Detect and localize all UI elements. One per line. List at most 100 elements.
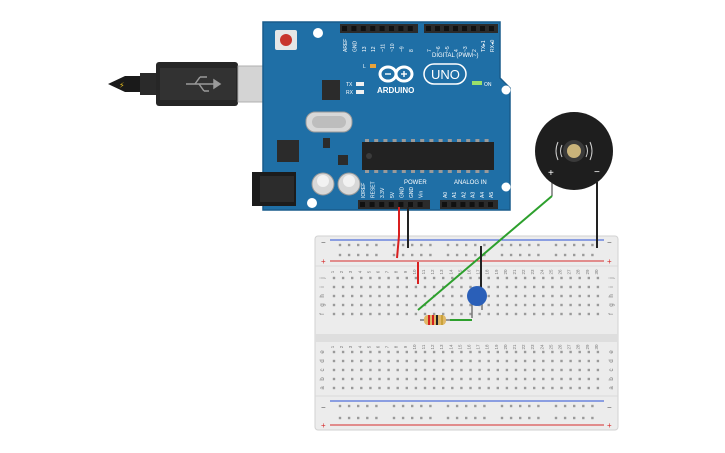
rail-hole[interactable] xyxy=(392,404,396,408)
breadboard-hole[interactable] xyxy=(523,359,527,363)
breadboard-hole[interactable] xyxy=(414,368,418,372)
rail-hole[interactable] xyxy=(465,404,468,408)
breadboard-hole[interactable] xyxy=(469,386,472,390)
breadboard-hole[interactable] xyxy=(505,368,509,372)
breadboard-hole[interactable] xyxy=(460,285,463,289)
breadboard-hole[interactable] xyxy=(469,377,472,381)
breadboard-hole[interactable] xyxy=(514,386,518,390)
breadboard-hole[interactable] xyxy=(351,285,354,289)
breadboard-hole[interactable] xyxy=(560,285,563,289)
header-pin[interactable] xyxy=(370,26,376,31)
breadboard-hole[interactable] xyxy=(405,312,408,316)
breadboard-hole[interactable] xyxy=(496,294,499,298)
breadboard-hole[interactable] xyxy=(360,294,363,298)
rail-hole[interactable] xyxy=(519,416,522,420)
rail-hole[interactable] xyxy=(528,253,531,257)
breadboard-hole[interactable] xyxy=(423,294,427,298)
rail-hole[interactable] xyxy=(366,243,369,247)
breadboard-hole[interactable] xyxy=(469,312,472,316)
resistor[interactable] xyxy=(420,315,450,325)
breadboard-hole[interactable] xyxy=(351,359,354,363)
breadboard-hole[interactable] xyxy=(551,285,554,289)
breadboard-hole[interactable] xyxy=(360,350,363,354)
breadboard-hole[interactable] xyxy=(351,368,354,372)
breadboard-hole[interactable] xyxy=(451,386,454,390)
breadboard-hole[interactable] xyxy=(442,312,445,316)
rail-hole[interactable] xyxy=(474,404,477,408)
breadboard-hole[interactable] xyxy=(378,276,381,280)
rail-hole[interactable] xyxy=(519,243,522,247)
rail-hole[interactable] xyxy=(573,243,576,247)
breadboard-hole[interactable] xyxy=(451,350,454,354)
breadboard-hole[interactable] xyxy=(451,368,454,372)
breadboard-hole[interactable] xyxy=(341,294,345,298)
breadboard-hole[interactable] xyxy=(496,312,499,316)
header-pin[interactable] xyxy=(388,202,394,207)
breadboard-hole[interactable] xyxy=(387,303,390,307)
rail-hole[interactable] xyxy=(347,253,351,257)
breadboard-hole[interactable] xyxy=(432,377,436,381)
breadboard-hole[interactable] xyxy=(560,303,563,307)
rail-hole[interactable] xyxy=(347,404,351,408)
rail-hole[interactable] xyxy=(500,416,504,420)
breadboard-hole[interactable] xyxy=(560,386,563,390)
rail-hole[interactable] xyxy=(338,416,342,420)
rail-hole[interactable] xyxy=(509,243,513,247)
breadboard-hole[interactable] xyxy=(341,368,345,372)
rail-hole[interactable] xyxy=(446,416,450,420)
breadboard-hole[interactable] xyxy=(487,386,490,390)
breadboard-hole[interactable] xyxy=(332,276,336,280)
header-pin[interactable] xyxy=(408,202,413,207)
breadboard-hole[interactable] xyxy=(442,350,445,354)
breadboard-hole[interactable] xyxy=(560,368,563,372)
breadboard-hole[interactable] xyxy=(560,294,563,298)
breadboard-hole[interactable] xyxy=(396,312,399,316)
breadboard-hole[interactable] xyxy=(332,350,336,354)
header-pin[interactable] xyxy=(444,26,449,31)
breadboard-hole[interactable] xyxy=(378,350,381,354)
breadboard-hole[interactable] xyxy=(451,294,454,298)
rail-hole[interactable] xyxy=(483,253,486,257)
breadboard-hole[interactable] xyxy=(487,350,490,354)
rail-hole[interactable] xyxy=(392,243,396,247)
breadboard-hole[interactable] xyxy=(478,368,481,372)
breadboard-hole[interactable] xyxy=(542,386,545,390)
header-pin[interactable] xyxy=(435,26,440,31)
rail-hole[interactable] xyxy=(338,243,342,247)
breadboard-hole[interactable] xyxy=(360,276,363,280)
breadboard-hole[interactable] xyxy=(596,294,600,298)
breadboard-hole[interactable] xyxy=(360,368,363,372)
breadboard-hole[interactable] xyxy=(596,350,600,354)
breadboard-hole[interactable] xyxy=(523,312,527,316)
breadboard-hole[interactable] xyxy=(332,303,336,307)
rail-hole[interactable] xyxy=(375,416,378,420)
header-pin[interactable] xyxy=(453,26,458,31)
rail-hole[interactable] xyxy=(591,243,594,247)
rail-hole[interactable] xyxy=(563,416,567,420)
breadboard-hole[interactable] xyxy=(487,368,490,372)
rail-hole[interactable] xyxy=(582,243,585,247)
breadboard-hole[interactable] xyxy=(451,359,454,363)
breadboard-hole[interactable] xyxy=(378,285,381,289)
breadboard-hole[interactable] xyxy=(478,350,481,354)
rail-hole[interactable] xyxy=(582,416,585,420)
breadboard-hole[interactable] xyxy=(487,377,490,381)
header-pin[interactable] xyxy=(360,26,366,31)
rail-hole[interactable] xyxy=(582,253,585,257)
breadboard-hole[interactable] xyxy=(505,276,509,280)
breadboard-hole[interactable] xyxy=(587,285,590,289)
breadboard-hole[interactable] xyxy=(332,386,336,390)
breadboard-hole[interactable] xyxy=(369,377,372,381)
breadboard-hole[interactable] xyxy=(542,285,545,289)
breadboard-hole[interactable] xyxy=(514,359,518,363)
breadboard-hole[interactable] xyxy=(378,368,381,372)
rail-hole[interactable] xyxy=(465,253,468,257)
breadboard-hole[interactable] xyxy=(351,350,354,354)
breadboard-hole[interactable] xyxy=(432,276,436,280)
rail-hole[interactable] xyxy=(366,404,369,408)
breadboard-hole[interactable] xyxy=(514,303,518,307)
rail-hole[interactable] xyxy=(429,404,432,408)
rail-hole[interactable] xyxy=(357,404,360,408)
rail-hole[interactable] xyxy=(455,416,459,420)
wire-5v-red[interactable] xyxy=(396,207,400,259)
